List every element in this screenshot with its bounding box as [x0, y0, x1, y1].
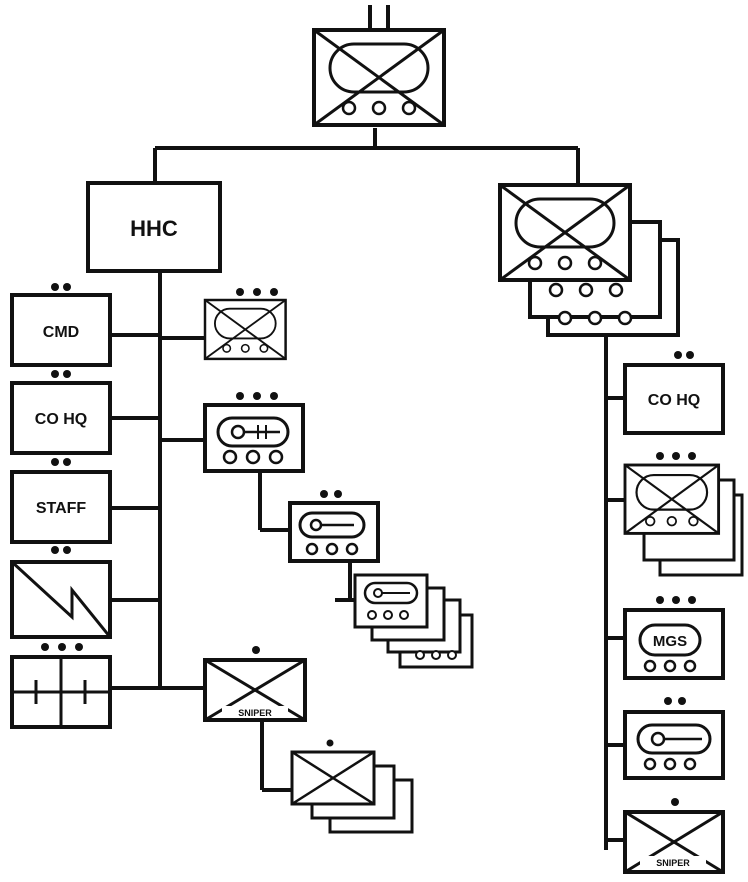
sniper-label-company: SNIPER	[656, 858, 690, 868]
sniper-team-stack	[290, 739, 414, 834]
staff-label: STAFF	[36, 500, 87, 517]
sniper-section-symbol: SNIPER	[203, 646, 307, 722]
company-recon-symbol	[623, 697, 725, 780]
hhc-box: HHC	[86, 181, 222, 273]
company-sniper-symbol: SNIPER	[623, 798, 725, 874]
echelon-dots	[51, 458, 71, 466]
connector-lines	[110, 128, 625, 850]
echelon-dots	[320, 490, 342, 498]
rifle-platoon-stack	[623, 452, 744, 577]
echelon-dots	[252, 646, 260, 654]
echelon-dots	[51, 546, 71, 554]
cmd-label: CMD	[43, 324, 79, 341]
echelon-dots	[326, 739, 334, 747]
medical-box	[10, 643, 112, 729]
echelon-dots	[674, 351, 694, 359]
co-hq-box-right: CO HQ	[623, 351, 725, 435]
echelon-dots	[656, 596, 696, 604]
company-stack	[498, 183, 680, 337]
co-hq-label-right: CO HQ	[648, 392, 700, 409]
echelon-dots	[664, 697, 686, 705]
co-hq-box-left: CO HQ	[10, 370, 112, 455]
echelon-dots	[671, 798, 679, 806]
infantry-platoon-symbol	[203, 288, 287, 361]
signal-box	[10, 546, 112, 639]
echelon-dots	[51, 283, 71, 291]
echelon-dots	[41, 643, 83, 651]
echelon-dots	[51, 370, 71, 378]
battalion-symbol	[312, 5, 446, 127]
echelon-dots	[236, 288, 278, 296]
cmd-box: CMD	[10, 283, 112, 367]
hhc-label: HHC	[130, 216, 178, 241]
co-hq-label-left: CO HQ	[35, 411, 87, 428]
mgs-platoon-symbol: MGS	[623, 596, 725, 680]
staff-box: STAFF	[10, 458, 112, 544]
recon-platoon-symbol	[203, 392, 305, 473]
echelon-dots	[236, 392, 278, 400]
recon-section-symbol	[288, 490, 380, 563]
echelon-dots	[656, 452, 696, 460]
recon-squad-stack	[353, 573, 474, 669]
sniper-label-left: SNIPER	[238, 708, 272, 718]
mgs-label: MGS	[653, 633, 687, 650]
